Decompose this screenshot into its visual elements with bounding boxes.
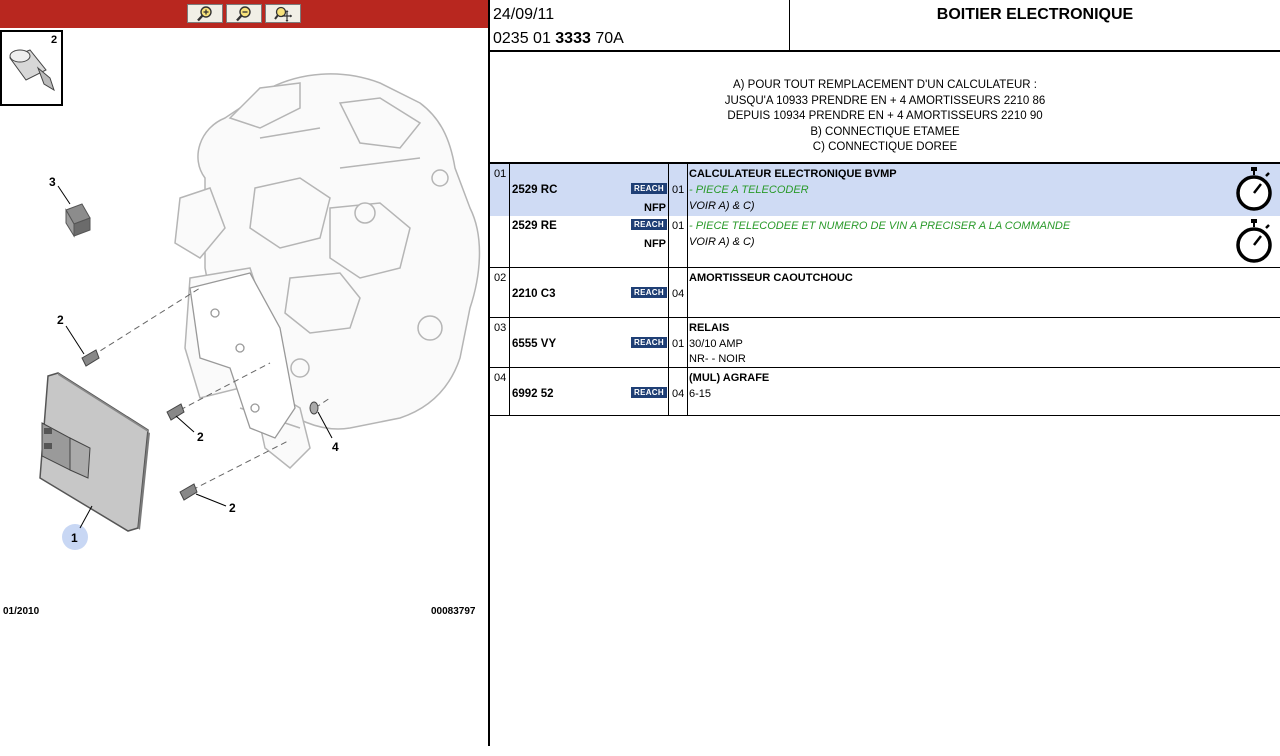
table-subrow[interactable]: 2529 RE REACH NFP 01 - PIECE TELECODEE E…	[490, 216, 1280, 268]
parts-table: 2529 RC REACH NFP 01 CALCULATEUR ELECTRO…	[490, 162, 1280, 416]
part-note-2: VOIR A) & C)	[689, 200, 755, 212]
stopwatch-icon[interactable]	[1234, 218, 1274, 264]
row-number: 04	[494, 372, 507, 384]
note-line: A) POUR TOUT REMPLACEMENT D'UN CALCULATE…	[732, 79, 1037, 91]
reach-badge: REACH	[631, 287, 667, 298]
part-spec: 6-15	[689, 388, 712, 400]
column-divider	[687, 268, 688, 317]
part-note: - PIECE TELECODEE ET NUMERO DE VIN A PRE…	[689, 220, 1071, 232]
part-ref[interactable]: 6555 VY	[512, 338, 557, 350]
table-subrow-selected[interactable]: 2529 RC REACH NFP 01 CALCULATEUR ELECTRO…	[490, 164, 1280, 216]
header-reference: 0235 01 3333 70A	[493, 30, 624, 48]
rubber-damper-part[interactable]	[81, 349, 198, 501]
part-title: AMORTISSEUR CAOUTCHOUC	[689, 272, 853, 284]
callout-3[interactable]: 3	[49, 175, 56, 189]
column-divider	[668, 368, 669, 415]
column-divider	[509, 164, 510, 267]
row-number: 02	[494, 272, 507, 284]
column-divider	[687, 164, 688, 267]
zoom-toolbar	[0, 0, 488, 28]
table-row-01: 2529 RC REACH NFP 01 CALCULATEUR ELECTRO…	[490, 164, 1280, 268]
part-title: RELAIS	[689, 322, 730, 334]
ref-bold: 3333	[555, 30, 591, 47]
callout-2b[interactable]: 2	[197, 430, 204, 444]
exploded-diagram: 2	[0, 30, 481, 550]
table-row-02[interactable]: 02 2210 C3 REACH 04 AMORTISSEUR CAOUTCHO…	[490, 268, 1280, 318]
ref-prefix: 0235 01	[493, 30, 556, 47]
reach-badge: REACH	[631, 183, 667, 194]
stopwatch-icon[interactable]	[1234, 166, 1274, 212]
column-divider	[687, 368, 688, 415]
gearbox-housing	[174, 73, 481, 470]
part-color: NR- - NOIR	[689, 353, 746, 365]
reach-badge: REACH	[631, 337, 667, 348]
part-title: CALCULATEUR ELECTRONIQUE BVMP	[689, 168, 897, 180]
column-divider	[668, 318, 669, 367]
part-note-2: VOIR A) & C)	[689, 236, 755, 248]
panel-divider[interactable]	[488, 0, 490, 746]
zoom-out-icon	[236, 5, 251, 21]
ecu-part[interactable]	[39, 372, 150, 532]
clip-part[interactable]	[309, 401, 319, 415]
zoom-move-icon	[274, 6, 292, 22]
table-row-04[interactable]: 04 6992 52 REACH 04 (MUL) AGRAFE 6-15	[490, 368, 1280, 416]
part-quantity: 01	[672, 220, 685, 232]
zoom-in-button[interactable]	[187, 4, 223, 23]
part-spec: 30/10 AMP	[689, 338, 743, 350]
mounting-bracket	[189, 272, 296, 439]
row-number: 01	[494, 168, 507, 180]
callout-1[interactable]: 1	[71, 531, 78, 545]
callout-4[interactable]: 4	[332, 440, 339, 454]
page-title: BOITIER ELECTRONIQUE	[936, 6, 1134, 23]
screw-thumbnail-icon	[9, 49, 55, 92]
diagram-date: 01/2010	[3, 606, 40, 617]
zoom-out-button[interactable]	[226, 4, 262, 23]
callout-2a[interactable]: 2	[57, 313, 64, 327]
part-ref[interactable]: 2210 C3	[512, 288, 556, 300]
reach-badge: REACH	[631, 219, 667, 230]
callout-labels: 3 2 2 4 2 1	[49, 175, 339, 545]
header-date: 24/09/11	[493, 6, 555, 23]
table-row-03[interactable]: 03 6555 VY REACH 01 RELAIS 30/10 AMP NR-…	[490, 318, 1280, 368]
column-divider	[687, 318, 688, 367]
column-divider	[509, 318, 510, 367]
part-thumbnail[interactable]: 2	[0, 30, 63, 106]
part-quantity: 01	[672, 184, 685, 196]
column-divider	[509, 368, 510, 415]
column-divider	[668, 268, 669, 317]
note-line: DEPUIS 10934 PRENDRE EN + 4 AMORTISSEURS…	[727, 110, 1043, 123]
nfp-label: NFP	[644, 238, 666, 250]
part-ref[interactable]: 2529 RC	[512, 184, 558, 196]
relay-part[interactable]	[65, 203, 91, 238]
part-title: (MUL) AGRAFE	[689, 372, 770, 384]
row-number: 03	[494, 322, 507, 334]
parts-header: 24/09/11 0235 01 3333 70A BOITIER ELECTR…	[490, 0, 1280, 52]
note-line: JUSQU'A 10933 PRENDRE EN + 4 AMORTISSEUR…	[724, 94, 1046, 107]
diagram-code: 00083797	[431, 606, 476, 617]
note-line: B) CONNECTIQUE ETAMEE	[810, 125, 960, 138]
part-quantity: 04	[672, 388, 685, 400]
notes-block: A) POUR TOUT REMPLACEMENT D'UN CALCULATE…	[490, 78, 1280, 156]
column-divider	[668, 164, 669, 267]
part-ref[interactable]: 6992 52	[512, 388, 554, 400]
part-quantity: 01	[672, 338, 685, 350]
ref-suffix: 70A	[590, 30, 624, 47]
header-info: 24/09/11 0235 01 3333 70A	[490, 0, 790, 50]
part-ref[interactable]: 2529 RE	[512, 220, 557, 232]
selected-callout-highlight	[62, 524, 88, 550]
nfp-label: NFP	[644, 202, 666, 214]
leader-lines	[57, 185, 333, 529]
diagram-panel: 2	[0, 0, 488, 756]
thumbnail-label: 2	[51, 34, 57, 46]
zoom-in-icon	[197, 5, 212, 21]
note-line: C) CONNECTIQUE DOREE	[812, 141, 958, 154]
zoom-move-button[interactable]	[265, 4, 301, 23]
parts-list-panel: 24/09/11 0235 01 3333 70A BOITIER ELECTR…	[490, 0, 1280, 756]
column-divider	[509, 268, 510, 317]
part-quantity: 04	[672, 288, 685, 300]
callout-2c[interactable]: 2	[229, 501, 236, 515]
part-note: - PIECE A TELECODER	[689, 184, 809, 196]
reach-badge: REACH	[631, 387, 667, 398]
